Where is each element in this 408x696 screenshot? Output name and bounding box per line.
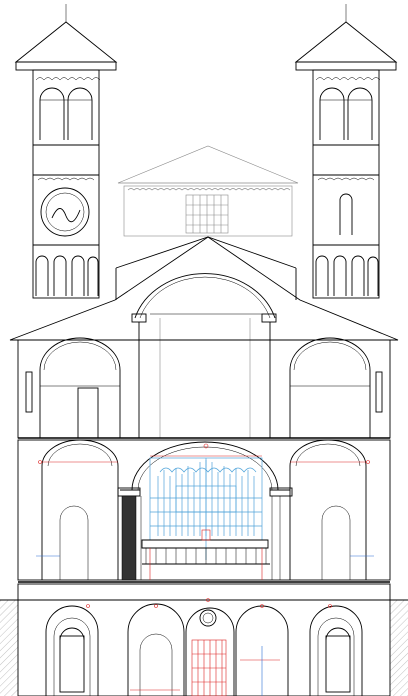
main-nave-level: [17, 439, 391, 581]
rear-gable: [117, 145, 299, 237]
left-tower: [14, 4, 118, 299]
crypt-level: [17, 583, 391, 696]
nave-roof: [9, 236, 399, 438]
ground-hatch: [0, 599, 408, 696]
upper-aisles: [17, 337, 391, 439]
right-tower: [294, 4, 398, 299]
pipe-organ: [141, 457, 270, 580]
